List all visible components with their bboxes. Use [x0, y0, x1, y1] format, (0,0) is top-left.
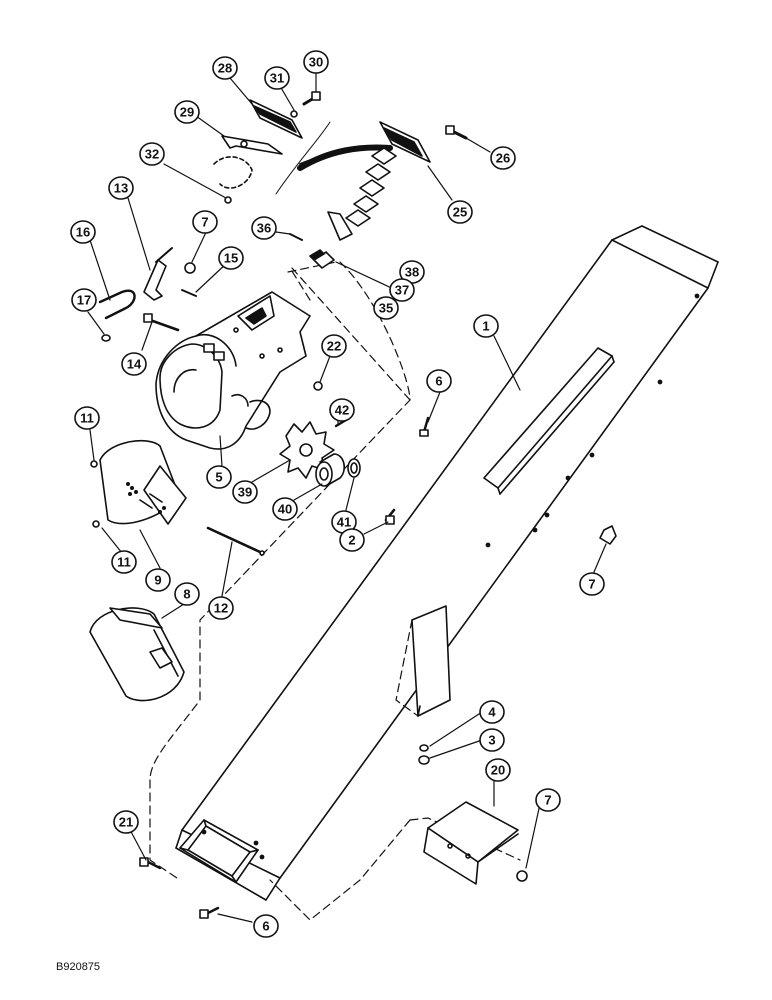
nut-31: [290, 110, 298, 118]
callout-17: 17: [77, 293, 91, 308]
bolt-21: [139, 857, 162, 870]
nut-11-upper: [90, 460, 98, 468]
main-tube: [176, 226, 718, 900]
washer-4: [419, 744, 429, 752]
callout-38: 38: [405, 265, 419, 280]
callout-9: 9: [154, 573, 161, 588]
bushing: [316, 454, 344, 486]
bracket-20: [424, 802, 518, 884]
callout-37: 37: [395, 283, 409, 298]
callout-30: 30: [309, 55, 323, 70]
connector-link: [310, 250, 334, 268]
callout-35: 35: [379, 301, 393, 316]
bracket-13: [143, 259, 167, 301]
nut-7-top: [184, 262, 196, 274]
wear-strip: [484, 348, 614, 494]
callout-5: 5: [215, 470, 222, 485]
nut-3: [418, 755, 430, 765]
leader-lines: [87, 71, 607, 923]
callout-13: 13: [114, 181, 128, 196]
callout-31: 31: [270, 71, 284, 86]
callout-29: 29: [180, 105, 194, 120]
pin-15: [181, 289, 197, 297]
callout-4: 4: [488, 705, 496, 720]
callout-28: 28: [218, 61, 232, 76]
cover-8: [90, 608, 184, 701]
u-bolt: [98, 289, 136, 320]
bracket-13-tab: [155, 247, 173, 263]
callout-25: 25: [453, 205, 467, 220]
callout-41: 41: [337, 515, 351, 530]
callout-11-lower: 11: [117, 555, 131, 570]
callout-21: 21: [119, 815, 133, 830]
callout-36: 36: [257, 221, 271, 236]
nut-22: [313, 381, 323, 391]
callout-11-upper: 11: [80, 411, 94, 426]
callout-20: 20: [491, 763, 505, 778]
bolt-26: [446, 126, 466, 138]
callout-16: 16: [76, 225, 90, 240]
callout-14: 14: [127, 357, 142, 372]
bolt-30: [304, 92, 320, 104]
callout-3: 3: [488, 733, 495, 748]
drawing-code: B920875: [56, 961, 100, 973]
vertical-plate: [412, 606, 450, 716]
callout-15: 15: [224, 251, 238, 266]
callout-7-top: 7: [201, 215, 208, 230]
callout-12: 12: [214, 601, 228, 616]
callout-7-bottom: 7: [544, 793, 551, 808]
chain-break-line: [275, 121, 331, 195]
nut-7-bottom: [516, 870, 528, 882]
callout-22: 22: [327, 339, 341, 354]
pin-36: [289, 233, 303, 241]
bolt-6-lower: [199, 906, 220, 919]
nut-11-lower: [92, 520, 100, 528]
callout-26: 26: [496, 151, 510, 166]
callout-6-lower: 6: [262, 919, 269, 934]
paddle-backing: [214, 136, 282, 188]
nut-17: [101, 334, 111, 342]
callout-1: 1: [482, 319, 489, 334]
callout-39: 39: [238, 485, 252, 500]
callout-8: 8: [183, 587, 190, 602]
bolt-6-upper: [419, 416, 430, 437]
nut-32: [224, 196, 232, 204]
nut-7-mid: [599, 525, 617, 545]
cover-9: [100, 441, 186, 524]
bolt-2: [384, 508, 396, 525]
callout-32: 32: [145, 147, 159, 162]
rod-12: [206, 526, 265, 556]
bolt-14: [143, 313, 180, 332]
callout-6-upper: 6: [435, 374, 442, 389]
callout-2: 2: [348, 533, 355, 548]
paddle-left: [250, 100, 302, 138]
callout-42: 42: [335, 403, 349, 418]
paddle-right: [380, 122, 430, 162]
washer: [348, 459, 360, 477]
chain: [300, 148, 396, 240]
callout-7-mid: 7: [588, 577, 595, 592]
sprocket-housing: [156, 292, 310, 449]
callout-40: 40: [278, 502, 292, 517]
callout-bubbles: [70, 50, 605, 938]
